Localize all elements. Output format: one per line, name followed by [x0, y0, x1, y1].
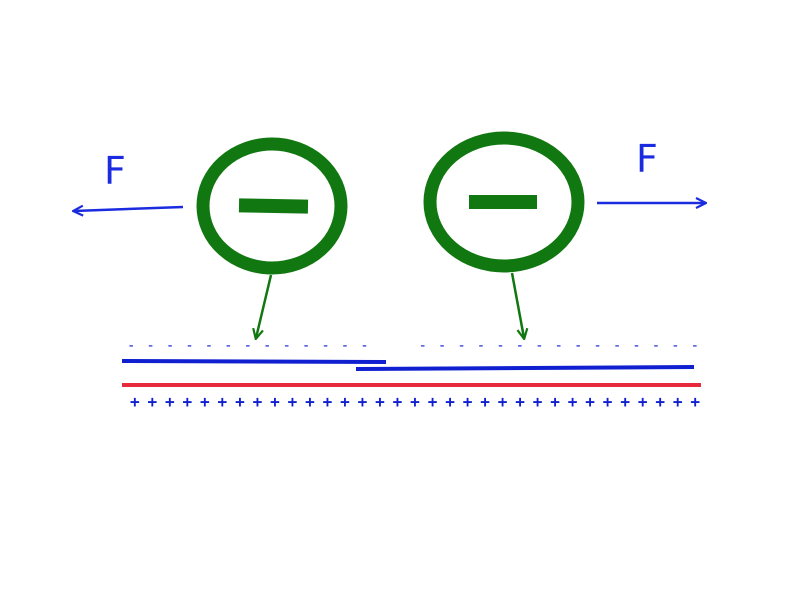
pointer-arrow-left: [256, 274, 273, 338]
negative-charge-row: - - - - - - - - - - - - - - - - - - - - …: [127, 338, 699, 354]
blue-line-left: [121, 359, 387, 364]
minus-icon: [469, 195, 537, 209]
force-arrow-left: [74, 207, 184, 211]
negative-particle-right: [423, 131, 585, 273]
particle-ring: [423, 131, 585, 273]
particle-ring: [196, 137, 348, 275]
negative-particle-left: [196, 137, 348, 275]
blue-line-right: [355, 365, 695, 371]
minus-icon: [238, 198, 309, 214]
pointer-arrow-right: [510, 272, 524, 338]
force-label-right: F: [636, 137, 658, 181]
force-label-left: F: [104, 149, 126, 193]
positive-charge-row: + + + + + + + + + + + + + + + + + + + + …: [130, 392, 700, 411]
